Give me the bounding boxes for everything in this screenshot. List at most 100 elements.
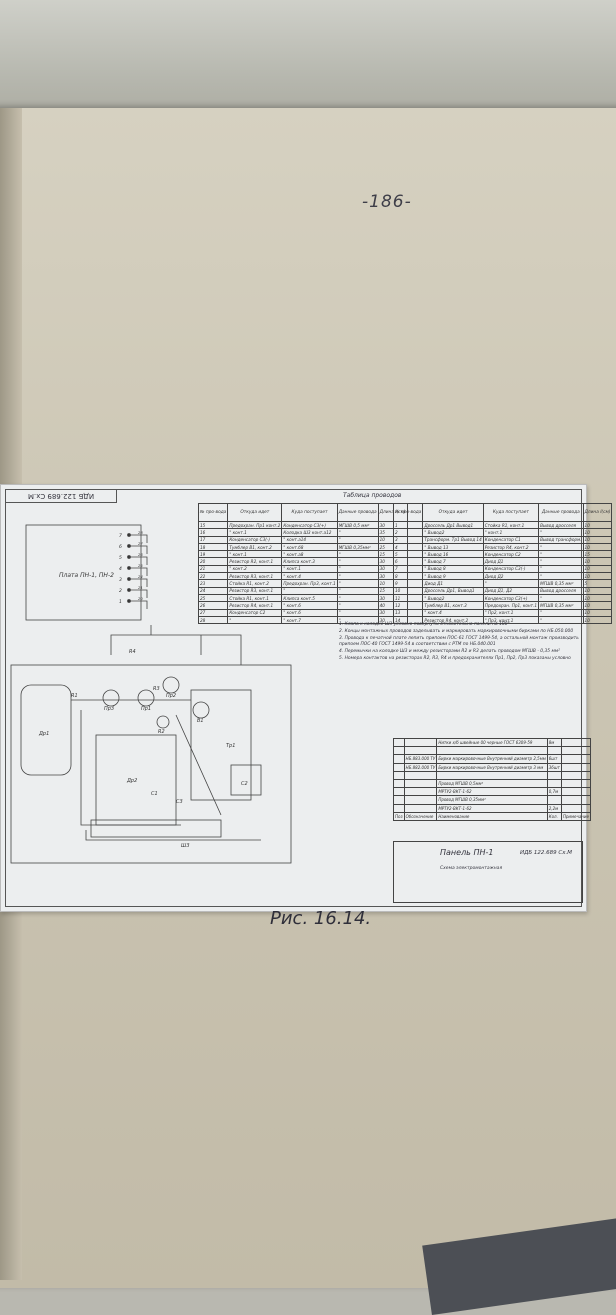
table-cell: " Вывод 16 (422, 550, 484, 559)
table-cell: " (336, 615, 379, 625)
table-cell: Клипса конт.3 (281, 557, 338, 566)
table-cell: 2 (392, 528, 424, 537)
table-cell (393, 770, 405, 780)
table-cell (403, 737, 438, 748)
note-item: 4. Перемычки на колодке Ш3 и между резис… (339, 649, 560, 655)
panel-outline (10, 664, 292, 864)
label-r4: R4 (129, 649, 136, 655)
table-cell (560, 737, 591, 748)
table-cell (560, 795, 591, 805)
label-dr1: Др1 (38, 731, 49, 737)
table-cell: Резистор R4, конт.2 (422, 615, 484, 625)
pin-wire (129, 567, 148, 576)
table-cell: 9 (392, 579, 424, 588)
table-cell: 27 (197, 608, 229, 617)
table-cell: 14 (392, 615, 424, 625)
table-cell: 6 (392, 557, 424, 566)
table-cell: Провод МГШВ 0,5мм² (436, 778, 548, 789)
column-header: Откуда идет (422, 503, 484, 522)
label-dr2: Др2 (126, 778, 137, 784)
table-cell: Нитки х/б швейные 00 черные ГОСТ 6309-59 (436, 737, 548, 748)
table-cell: Диод Д1 (482, 557, 540, 566)
fuse-pr1 (137, 689, 155, 707)
table-cell: Резистор R4, конт.1 (227, 601, 283, 610)
table-cell: " (538, 557, 584, 566)
table-cell: 23 (197, 579, 229, 588)
fuse-pr3 (102, 689, 120, 707)
pin-number: 2 (119, 588, 122, 594)
table-cell: " (482, 579, 540, 588)
pin-number: 3 (119, 577, 122, 583)
table-cell: Резистор R4, конт.2 (482, 542, 540, 552)
table-cell: Вывод дросселя (538, 586, 584, 595)
table-cell: 10 (582, 557, 613, 566)
wires (71, 699, 261, 841)
table-cell: " Вывод 9 (422, 572, 484, 581)
table-cell (546, 746, 562, 756)
label-pr2: Пр2 (166, 693, 176, 699)
table-cell: Конденсатор С3(+) (482, 593, 540, 603)
label-r3: R3 (153, 686, 160, 692)
table-cell: Конденсатор С1 (482, 535, 540, 544)
table-cell: 21 (197, 564, 229, 574)
table-cell: " (336, 593, 379, 603)
table-cell: 6шт (546, 754, 562, 764)
title-subtitle: Схема электромонтажная (440, 866, 503, 871)
table-cell: 10 (582, 608, 613, 617)
table-cell: " (538, 564, 584, 574)
table-cell (560, 754, 591, 764)
table-cell: 10 (582, 528, 613, 537)
table-cell: Стойка R1, конт.2 (227, 579, 283, 588)
wire-number: 21 (138, 585, 143, 590)
table-cell (393, 803, 405, 813)
table-row: 13" конт.4" Пр2, конт.1"10 (392, 608, 613, 617)
table-cell: 10 (392, 586, 424, 595)
table-cell: Диод Д1 (422, 579, 484, 588)
fuse-pr2 (162, 676, 180, 694)
table-cell: Бирки маркировочные Внутренний диаметр 2… (436, 754, 548, 764)
wire-number: 27 (138, 541, 143, 546)
table-cell: 8м (546, 737, 562, 748)
table-cell (403, 778, 438, 789)
label-c3: С3 (176, 799, 183, 805)
table-cell: 28 (197, 615, 229, 625)
table-cell: " (281, 586, 338, 595)
table-cell: 10 (582, 615, 613, 625)
column-header: Длина l(см) (582, 503, 613, 522)
table-cell: " (336, 557, 379, 566)
table-cell: 10 (582, 542, 613, 552)
table-cell: Диод Д1, Д2 (482, 586, 540, 595)
table-cell: 7 (392, 564, 424, 574)
table-row: 2" Вывод2" конт.1"10 (392, 528, 613, 537)
table-cell (560, 803, 591, 813)
table-cell: " (336, 564, 379, 574)
table-cell: Колодка Ш3 конт.а12 (281, 528, 338, 537)
note-item: 1. Клапа к колодке Ш3 условно повернуты … (339, 622, 510, 627)
table-cell: " (336, 579, 379, 588)
column-header: Куда поступает (281, 503, 338, 522)
table-cell: 11 (392, 593, 424, 603)
table-cell (560, 746, 591, 756)
table-cell: " (538, 550, 584, 559)
table-cell (560, 778, 591, 789)
table-row: Провод МГШВ 0,5мм² (393, 778, 591, 789)
table-cell: 5 (392, 550, 424, 559)
table-cell: Дроссель Др1, Вывод1 (422, 586, 484, 595)
page-number: -186- (362, 192, 412, 212)
